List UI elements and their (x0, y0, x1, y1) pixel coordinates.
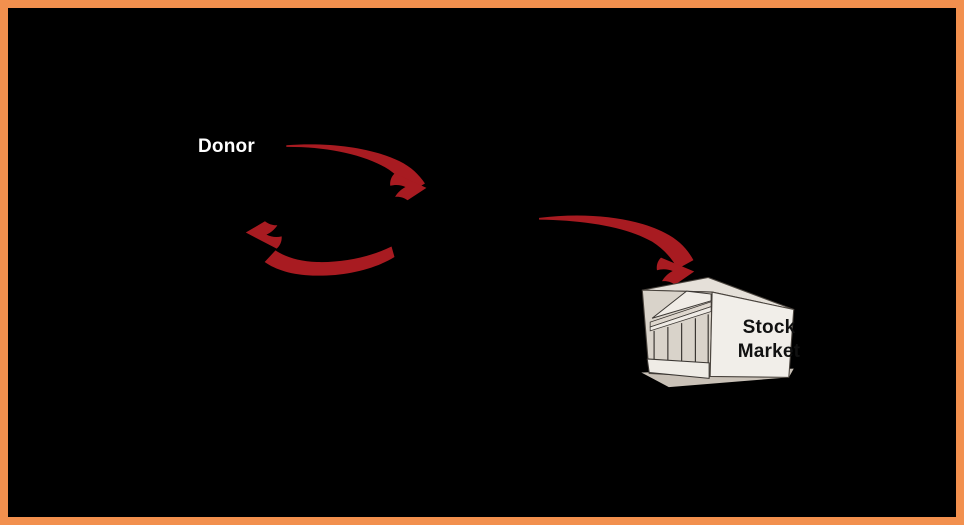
stock-market-label: Stock Market (726, 316, 812, 364)
center-to-stock-market-arrow-shaft (539, 215, 694, 269)
center-to-donor-arrow-head (245, 221, 282, 249)
pediment-upper (651, 290, 712, 319)
stock-market-building (641, 276, 795, 388)
donor-to-center-arrow (286, 144, 427, 201)
center-to-donor-arrow-shaft (264, 246, 395, 276)
pediment-band-2 (649, 306, 712, 332)
diagram-canvas (245, 144, 795, 388)
stock-market-label-line1: Stock (742, 317, 796, 338)
building-base-panel (646, 358, 710, 379)
donor-to-center-arrow-head (390, 173, 427, 201)
building-pediment (649, 290, 712, 332)
center-to-stock-market-arrow-head (656, 257, 695, 285)
donor-label: Donor (198, 136, 255, 157)
building-columns (653, 314, 709, 363)
center-to-donor-arrow (245, 221, 395, 276)
stock-market-label-line2: Market (737, 341, 801, 362)
center-to-stock-market-arrow (539, 215, 695, 285)
building-right-face (709, 291, 795, 378)
